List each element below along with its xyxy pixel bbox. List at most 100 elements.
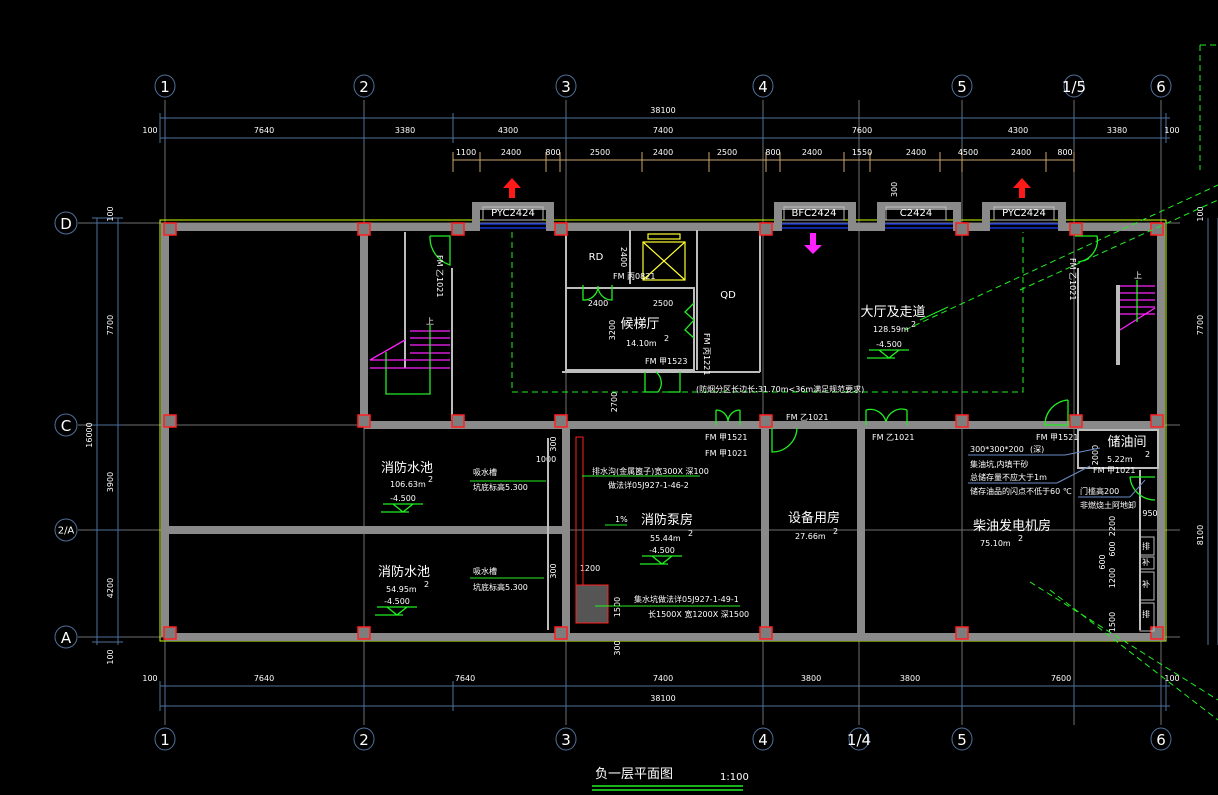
door-label: FM 甲1521 <box>1036 433 1078 442</box>
door-label: FM 乙1021 <box>786 413 828 422</box>
window-label: PYC2424 <box>1002 208 1046 219</box>
column <box>1150 626 1164 640</box>
column <box>163 414 177 428</box>
axis-bubble <box>752 74 774 98</box>
door-label: FM 甲1021 <box>1093 466 1135 475</box>
axis-bubble <box>555 74 577 98</box>
dim-label: 600 <box>1098 554 1107 569</box>
axis-label: 1 <box>160 78 170 96</box>
window-label: PYC2424 <box>491 208 535 219</box>
dim-label: 7600 <box>1051 674 1071 683</box>
column <box>1150 414 1164 428</box>
dim-label: 950 <box>1142 509 1157 518</box>
entry-arrow-icon <box>804 233 822 254</box>
window-glazing <box>480 223 1058 229</box>
window-tag-frame <box>783 206 845 221</box>
note-text: 长1500X 宽1200X 深1500 <box>648 609 749 619</box>
area-superscript: 2 <box>688 529 693 538</box>
note-text: 总储存量不应大于1m <box>970 472 1047 482</box>
note-text: 1% <box>615 515 628 524</box>
note-text: 储存油品的闪点不低于60 ℃ <box>970 486 1072 496</box>
dim-label: 7640 <box>254 674 274 683</box>
dim-label: 300 <box>549 436 558 451</box>
note-text: (深) <box>1030 445 1044 454</box>
room-area: 14.10m <box>626 339 657 348</box>
room-name: QD <box>720 290 736 301</box>
room-name: 消防泵房 <box>641 512 693 528</box>
dim-label: 1500 <box>1108 612 1117 632</box>
oil-leaders <box>968 447 1146 498</box>
door-label: FM 甲1521 <box>705 433 747 442</box>
axis-label: 6 <box>1156 78 1166 96</box>
dim-label: 4200 <box>106 578 115 598</box>
area-superscript: 2 <box>1018 534 1023 543</box>
room-elevation: -4.500 <box>384 597 410 606</box>
axis-label: 3 <box>561 78 571 96</box>
dim-label: 2400 <box>619 247 628 267</box>
axis-label: 3 <box>561 731 571 749</box>
axis-bubble <box>54 625 78 649</box>
dim-label: 2400 <box>501 148 521 157</box>
dim-label: 2400 <box>906 148 926 157</box>
room-name: 消防水池 <box>381 460 433 476</box>
axis-label: D <box>60 215 72 233</box>
axis-label: 6 <box>1156 731 1166 749</box>
dim-label: 100 <box>1196 206 1205 221</box>
axis-bubble <box>752 727 774 751</box>
fan-label: 排 <box>1142 609 1150 619</box>
dim-label: 2200 <box>1108 516 1117 536</box>
dim-label: 300 <box>549 563 558 578</box>
dim-label: 600 <box>1108 541 1117 556</box>
window-tag-frame <box>993 206 1055 221</box>
room-area: 55.44m <box>650 534 681 543</box>
dim-label: 2500 <box>717 148 737 157</box>
column <box>1069 414 1083 428</box>
area-superscript: 2 <box>428 475 433 484</box>
room-area: 106.63m <box>390 480 426 489</box>
dim-label: 1100 <box>456 148 476 157</box>
column <box>163 222 177 236</box>
note-text: 门槛高200 <box>1080 486 1119 496</box>
axis-label: 2 <box>359 78 369 96</box>
door-label: FM 乙1021 <box>1068 258 1077 300</box>
dim-label: 7640 <box>254 126 274 135</box>
axis-bubble <box>951 727 973 751</box>
fan-label: 补 <box>1142 557 1150 567</box>
leader-lines <box>470 306 949 607</box>
drawing-title: 负一层平面图 <box>595 767 673 782</box>
area-superscript: 2 <box>833 527 838 536</box>
room-name: 储油间 <box>1107 435 1146 450</box>
dim-label: 800 <box>765 148 780 157</box>
note-text: 做法详05J927-1-46-2 <box>608 480 689 490</box>
area-superscript: 2 <box>911 320 916 329</box>
column <box>357 414 371 428</box>
note-text: 吸水槽 <box>473 467 497 477</box>
door-swings <box>429 235 1156 501</box>
axis-label: 2 <box>359 731 369 749</box>
note-text: 坑底标高5.300 <box>473 482 528 492</box>
elevator-icon <box>642 233 686 281</box>
dim-label: 8100 <box>1196 525 1205 545</box>
dim-label: 1550 <box>852 148 872 157</box>
axis-label: 4 <box>758 78 768 96</box>
room-name: RD <box>589 252 604 263</box>
stair-left-icon <box>369 325 450 395</box>
axis-bubble <box>154 74 176 98</box>
stair-up-label: 上 <box>1134 271 1142 280</box>
window-tag-frame <box>885 206 947 221</box>
fan-units <box>1139 536 1155 632</box>
note-text: 排水沟(金属篦子)宽300X 深100 <box>592 466 709 476</box>
dim-label: 4300 <box>1008 126 1028 135</box>
dim-label: 1500 <box>613 597 622 617</box>
room-name: 候梯厅 <box>620 317 659 332</box>
axis-bubble <box>154 727 176 751</box>
axis-label: A <box>61 629 72 647</box>
dim-label: 2500 <box>590 148 610 157</box>
axis-bubble <box>555 727 577 751</box>
dim-label: 7600 <box>852 126 872 135</box>
dim-label: 300 <box>890 182 899 197</box>
fan-label: 排 <box>1142 541 1150 551</box>
axis-bubble <box>54 518 78 542</box>
column <box>1150 222 1164 236</box>
